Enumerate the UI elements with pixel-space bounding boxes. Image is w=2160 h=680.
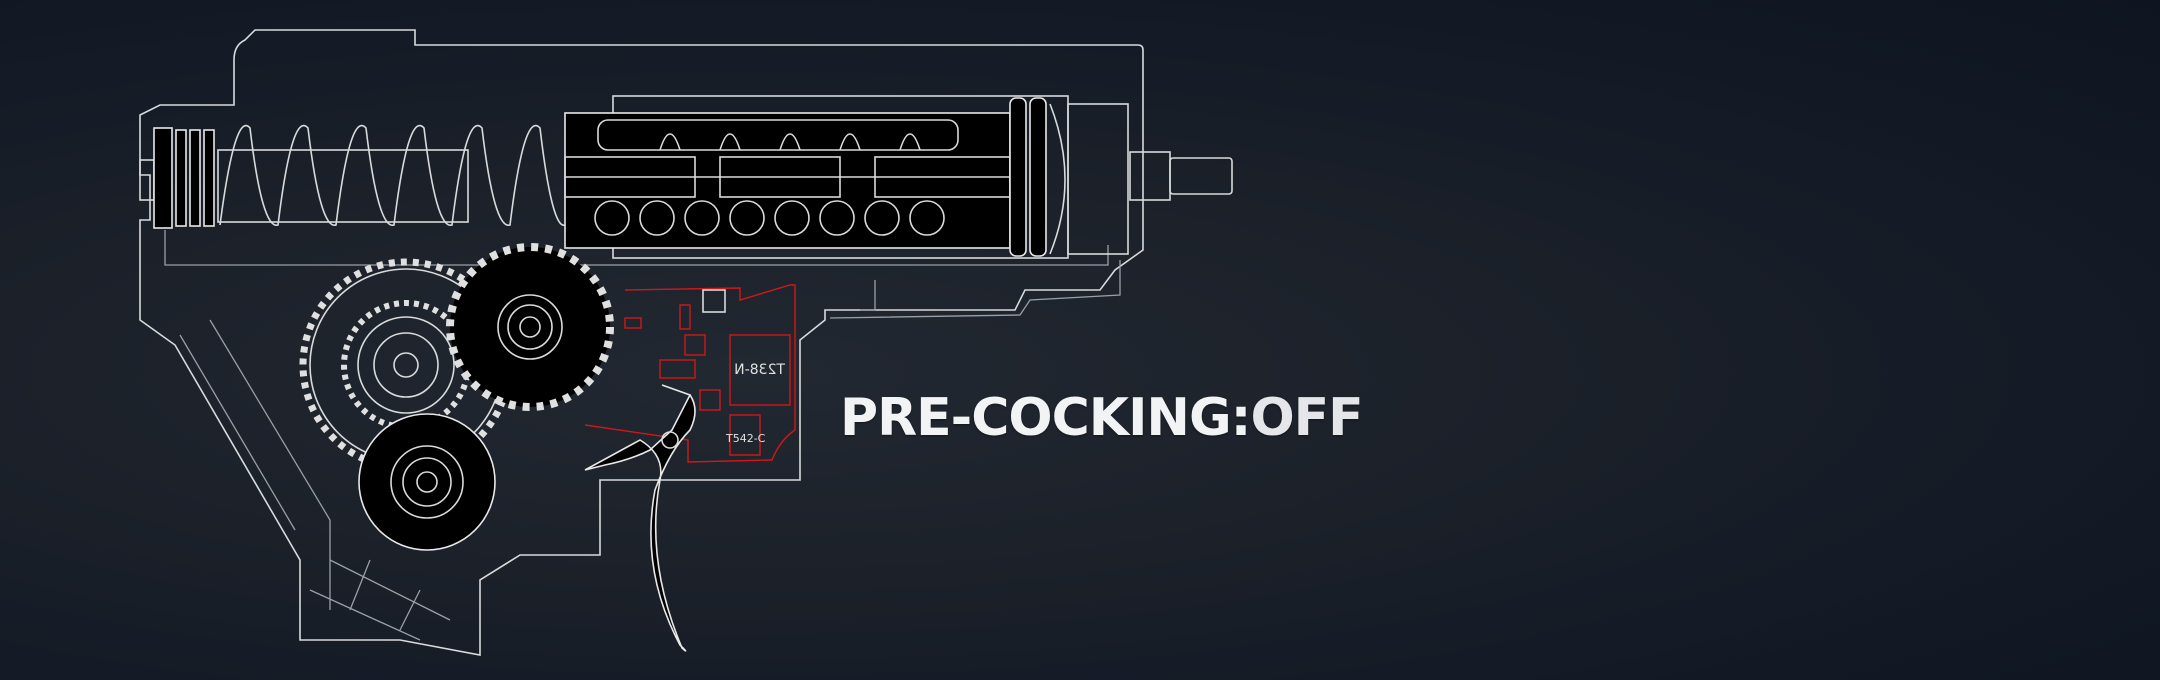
chip-t542c-label: T542-C bbox=[725, 432, 766, 445]
air-nozzle bbox=[1129, 151, 1171, 201]
pre-cocking-value: OFF bbox=[1250, 388, 1363, 448]
cylinder-head bbox=[1067, 103, 1129, 255]
sector-gear bbox=[446, 243, 614, 411]
pre-cocking-status: PRE-COCKING:OFF bbox=[840, 388, 1364, 448]
pre-cocking-label: PRE-COCKING: bbox=[840, 388, 1251, 448]
air-nozzle-tip bbox=[1169, 157, 1233, 195]
main-spring bbox=[219, 124, 566, 226]
chip-t238n-label: T238-N bbox=[734, 362, 786, 378]
gearbox-shell bbox=[139, 29, 1144, 656]
chip-t238n bbox=[729, 334, 791, 406]
spring-guide bbox=[139, 127, 469, 229]
piston bbox=[564, 95, 1069, 259]
mosfet-pcb: T238-N T542-C bbox=[584, 284, 796, 463]
chip-t542c bbox=[729, 414, 761, 456]
trigger bbox=[584, 384, 696, 652]
bevel-gear bbox=[358, 413, 496, 551]
